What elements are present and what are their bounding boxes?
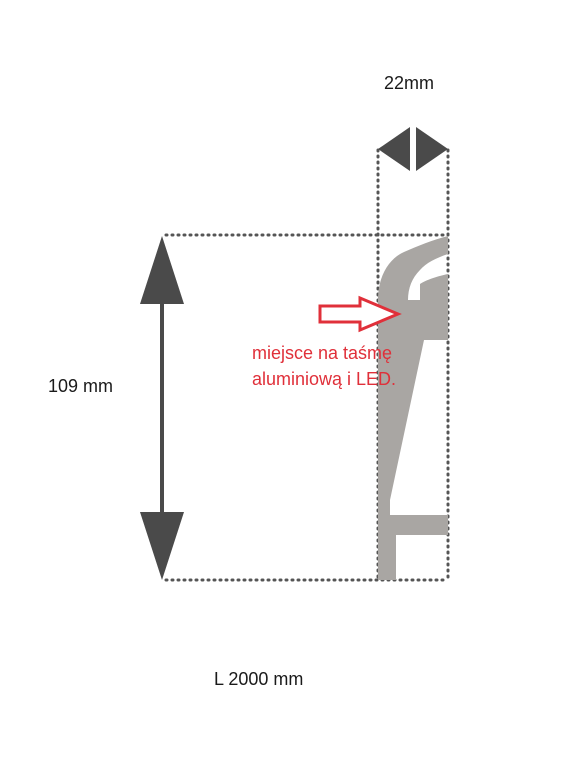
double-arrow-vertical-icon <box>140 236 184 580</box>
led-strip-annotation: miejsce na taśmę aluminiową i LED. <box>252 340 396 392</box>
double-arrow-horizontal-icon <box>378 127 448 171</box>
width-dimension-label: 22mm <box>384 73 435 93</box>
annotation-line-1: miejsce na taśmę <box>252 343 393 363</box>
height-dimension-label: 109 mm <box>48 376 114 396</box>
profile-cross-section <box>378 236 448 580</box>
outline-arrow-right-icon <box>318 295 402 333</box>
annotation-line-2: aluminiową i LED. <box>252 369 397 389</box>
length-dimension-label: L 2000 mm <box>214 669 304 689</box>
